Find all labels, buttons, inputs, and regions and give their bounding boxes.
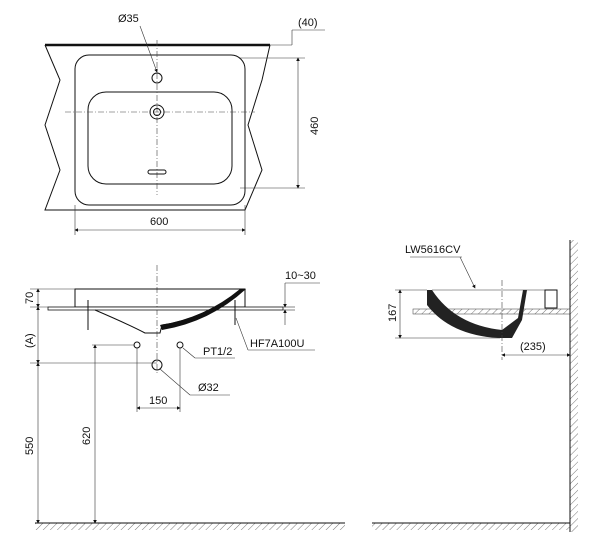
height-above-counter-label: 70 [24,292,36,304]
floor-to-counter-label: 550 [24,437,36,455]
overhang-label: (40) [298,17,318,29]
faucet-hole-label: Ø35 [118,13,139,25]
drain-label: Ø32 [198,382,219,394]
basin-height-label: 167 [387,304,399,322]
floor-to-drain-label: 620 [81,427,93,445]
countertop-outline [44,44,271,211]
basin-outer [74,54,246,206]
drain-outer [149,104,165,120]
side-view: 167 (235) LW5616CV [372,240,578,532]
counter-thickness-label: 10~30 [285,270,316,282]
wall-distance-label: (235) [520,341,546,353]
floor-hatch [35,523,345,530]
overflow-slot [147,169,167,175]
width-label: 600 [150,216,168,228]
countertop-section [412,308,571,315]
depth-label: 460 [309,117,321,135]
front-view: 70 (A) 550 620 150 PT1/2 Ø32 HF7A100U 10… [24,265,345,530]
fixing-kit-label: HF7A100U [250,338,304,350]
faucet-hole [151,72,163,84]
basin-bowl [87,91,233,185]
a-label: (A) [24,333,36,348]
supply-spacing-label: 150 [149,395,167,407]
model-label: LW5616CV [405,244,461,256]
supply-hole-right [176,341,184,349]
drain-outlet [151,359,163,371]
top-view: Ø35 (40) 600 460 [44,13,325,235]
supply-thread-label: PT1/2 [203,346,232,358]
countertop [47,306,284,311]
wall-hatch [570,240,578,532]
